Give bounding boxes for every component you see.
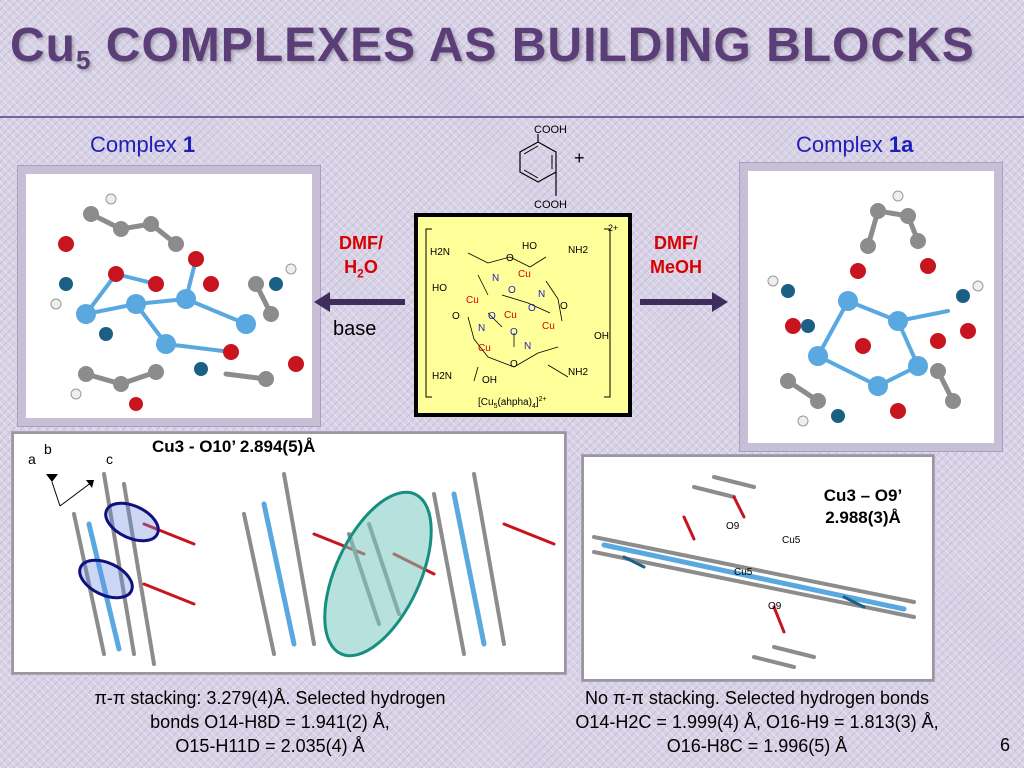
complex-1a-structure-panel xyxy=(740,163,1002,451)
cu5-metallacrown-box: 2+ H2N HO NH2 HO OH H2N OH NH2 Cu Cu Cu … xyxy=(414,213,632,417)
cu3-o9-label: Cu3 – O9’ 2.988(3)Å xyxy=(808,485,918,529)
reaction-right-line1: DMF/ xyxy=(654,233,698,253)
o-carbonyl-label: O xyxy=(506,253,514,264)
cu5-metallacrown-structure: 2+ H2N HO NH2 HO OH H2N OH NH2 Cu Cu Cu … xyxy=(425,223,618,410)
pi-stacking-ellipse-lower xyxy=(78,558,134,600)
o-atom-label: O xyxy=(508,285,516,296)
formula-sub2: 4 xyxy=(532,403,536,410)
slide-title: Cu5 COMPLEXES AS BUILDING BLOCKS xyxy=(10,18,975,76)
cu5-bottom-label: Cu5 xyxy=(734,567,753,578)
cu-atom-label: Cu xyxy=(504,310,517,321)
arrowhead-left-icon xyxy=(314,292,330,312)
reaction-right-conditions: DMF/ MeOH xyxy=(640,231,712,279)
cooh-top-label: COOH xyxy=(534,124,567,136)
cu5-top-label: Cu5 xyxy=(782,535,801,546)
no-stacking-crystal-packing: O9 Cu5 Cu5 O9 xyxy=(592,475,916,669)
cu3-o9-label-line1: Cu3 – O9’ xyxy=(823,486,903,505)
h2n-top-left-label: H2N xyxy=(430,247,450,258)
formula-part-c: ] xyxy=(536,397,539,408)
cooh-bottom-label: COOH xyxy=(534,199,567,211)
cu-atom-label: Cu xyxy=(466,295,479,306)
no-stacking-crystal-panel: Cu3 – O9’ 2.988(3)Å O9 Cu5 Cu5 O9 xyxy=(582,455,934,681)
o-atom-label: O xyxy=(528,303,536,314)
reaction-arrow-left xyxy=(325,299,405,305)
complex-1a-label: Complex 1a xyxy=(796,132,913,158)
cu-atom-label: Cu xyxy=(518,269,531,280)
o9-top-label: O9 xyxy=(726,521,740,532)
o-carbonyl-label: O xyxy=(560,301,568,312)
formula-sup: 2+ xyxy=(539,396,547,403)
plus-sign: + xyxy=(574,148,585,168)
formula-sub: 5 xyxy=(494,403,498,410)
stacking-crystal-packing: a b c xyxy=(28,441,556,666)
arrowhead-right-icon xyxy=(712,292,728,312)
o9-bottom-label: O9 xyxy=(768,601,782,612)
caption-left-line3: O15-H11D = 2.035(4) Å xyxy=(175,736,365,756)
reaction-right-line2: MeOH xyxy=(649,257,702,277)
reaction-left-line1: DMF/ xyxy=(339,233,383,253)
title-rest: COMPLEXES AS BUILDING BLOCKS xyxy=(91,19,975,72)
charge-label: 2+ xyxy=(608,223,618,233)
cu-o-contact-ellipse xyxy=(323,490,433,658)
o-carbonyl-label: O xyxy=(510,359,518,370)
formula-part-a: [Cu xyxy=(478,397,494,408)
caption-left-line2: bonds O14-H8D = 1.941(2) Å, xyxy=(150,712,390,732)
pi-stacking-ellipse-upper xyxy=(104,501,160,543)
nh2-bottom-right-label: NH2 xyxy=(568,367,588,378)
ho-left-label: HO xyxy=(432,283,447,294)
isophthalic-acid-structure: COOH COOH + xyxy=(519,124,585,211)
title-cu: Cu xyxy=(10,19,76,72)
cu-atom-label: Cu xyxy=(478,343,491,354)
complex-1-ball-stick-model xyxy=(50,193,304,411)
page-number: 6 xyxy=(999,735,1010,755)
caption-left-line1: π-π stacking: 3.279(4)Å. Selected hydrog… xyxy=(94,688,446,708)
n-atom-label: N xyxy=(478,323,485,334)
caption-right: No π-π stacking. Selected hydrogen bonds… xyxy=(516,686,998,758)
cu5-formula: [Cu5(ahpha)4]2+ xyxy=(478,396,547,410)
caption-right-line2: O14-H2C = 1.999(4) Å, O16-H9 = 1.813(3) … xyxy=(575,712,939,732)
reaction-left-line2: H2O xyxy=(326,255,396,286)
n-atom-label: N xyxy=(538,289,545,300)
complex-1a-ball-stick-model xyxy=(767,190,984,427)
oh-bottom-label: OH xyxy=(482,375,497,386)
complex-1a-prefix: Complex xyxy=(796,132,889,157)
complex-1-prefix: Complex xyxy=(90,132,183,157)
cu3-o9-label-line2: 2.988(3)Å xyxy=(825,508,901,527)
n-atom-label: N xyxy=(492,273,499,284)
complex-1-structure-panel xyxy=(18,166,320,426)
o-atom-label: O xyxy=(510,327,518,338)
h2-subscript: 2 xyxy=(357,266,364,281)
complex-1a-number: 1a xyxy=(888,132,914,157)
stacking-crystal-panel: Cu3 - O10’ 2.894(5)Å a b c xyxy=(12,432,566,674)
o-atom-label: O xyxy=(488,311,496,322)
reaction-arrow-right xyxy=(640,299,716,305)
h-text: H xyxy=(344,257,358,277)
title-divider xyxy=(0,116,1024,118)
caption-left: π-π stacking: 3.279(4)Å. Selected hydrog… xyxy=(30,686,510,758)
axis-b-label: b xyxy=(44,441,52,457)
axis-indicator: a b c xyxy=(28,441,113,507)
complex-1-label: Complex 1 xyxy=(90,132,195,158)
o-carbonyl-label: O xyxy=(452,311,460,322)
formula-part-b: (ahpha) xyxy=(497,397,531,408)
o-text: O xyxy=(363,257,378,277)
oh-right-label: OH xyxy=(594,331,609,342)
reaction-left-conditions: DMF/ H2O xyxy=(326,231,396,286)
caption-right-line3: O16-H8C = 1.996(5) Å xyxy=(666,736,848,756)
ho-top-label: HO xyxy=(522,241,537,252)
title-subscript: 5 xyxy=(75,45,92,75)
axis-a-label: a xyxy=(28,451,36,467)
cu3-o10-label: Cu3 - O10’ 2.894(5)Å xyxy=(152,437,316,456)
axis-c-label: c xyxy=(106,451,113,467)
n-atom-label: N xyxy=(524,341,531,352)
h2n-bottom-left-label: H2N xyxy=(432,371,452,382)
cu-atom-label: Cu xyxy=(542,321,555,332)
base-label: base xyxy=(333,318,377,340)
nh2-top-right-label: NH2 xyxy=(568,245,588,256)
caption-right-line1: No π-π stacking. Selected hydrogen bonds xyxy=(584,688,930,708)
complex-1-number: 1 xyxy=(182,132,196,157)
